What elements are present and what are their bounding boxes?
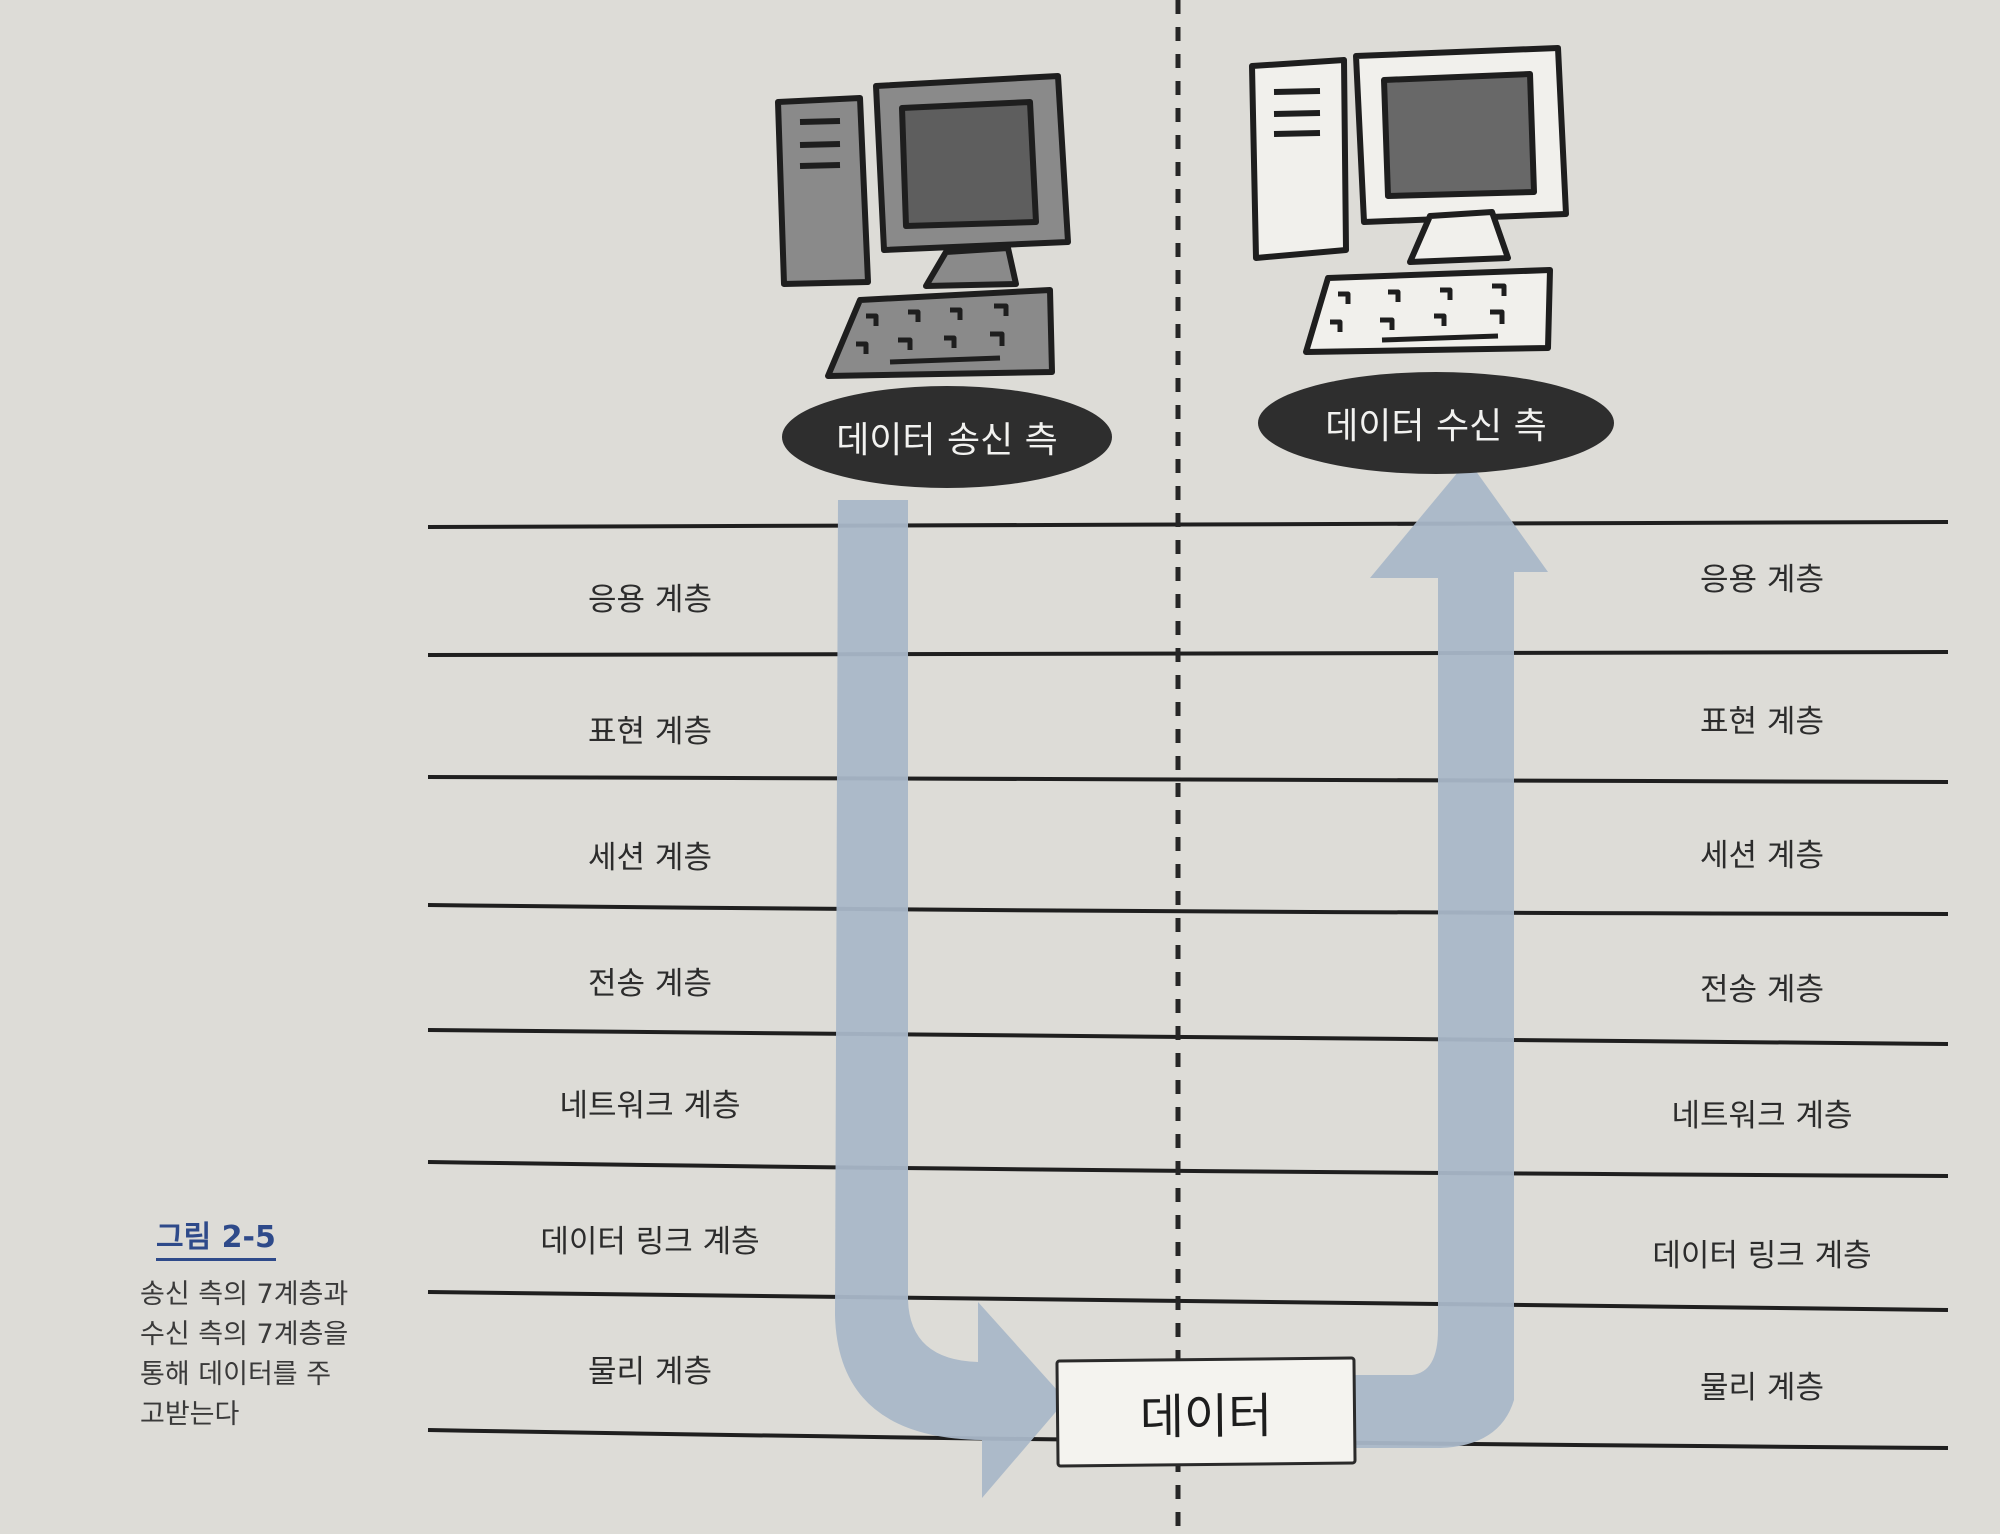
receiver-layer-label: 전송 계층 bbox=[1700, 972, 1824, 1008]
sender-layer-label: 물리 계층 bbox=[588, 1354, 712, 1390]
layer-boundary-line bbox=[427, 1160, 1949, 1178]
receiver-computer-icon bbox=[1249, 45, 1569, 355]
sender-layer-label: 표현 계층 bbox=[588, 714, 712, 750]
caption-title: 그림 2-5 bbox=[156, 1212, 276, 1261]
sender-layer-label: 데이터 링크 계층 bbox=[540, 1224, 760, 1260]
layer-boundary-line bbox=[427, 903, 1949, 916]
sender-computer-icon bbox=[775, 73, 1071, 379]
receiver-layer-label: 데이터 링크 계층 bbox=[1652, 1238, 1872, 1274]
layer-boundary-line bbox=[427, 1290, 1949, 1312]
figure-caption: 그림 2-5 송신 측의 7계층과 수신 측의 7계층을 통해 데이터를 주 고… bbox=[140, 1212, 400, 1435]
caption-text: 송신 측의 7계층과 수신 측의 7계층을 통해 데이터를 주 고받는다 bbox=[140, 1279, 349, 1430]
data-box: 데이터 bbox=[1055, 1356, 1357, 1468]
receiver-layer-label: 응용 계층 bbox=[1700, 562, 1824, 598]
sender-layer-label: 네트워크 계층 bbox=[559, 1088, 741, 1124]
layer-boundary-line bbox=[427, 774, 1949, 784]
sender-layer-label: 전송 계층 bbox=[588, 966, 712, 1002]
layer-boundary-line bbox=[427, 519, 1949, 529]
data-flow-arrow-return bbox=[1352, 460, 1548, 1448]
sender-label: 데이터 송신 측 bbox=[782, 386, 1112, 488]
receiver-layer-label: 네트워크 계층 bbox=[1671, 1098, 1853, 1134]
data-flow-arrow bbox=[835, 500, 1066, 1498]
sender-layer-label: 세션 계층 bbox=[588, 840, 712, 876]
receiver-layer-label: 표현 계층 bbox=[1700, 704, 1824, 740]
sender-layer-label: 응용 계층 bbox=[588, 582, 712, 618]
receiver-layer-label: 세션 계층 bbox=[1700, 838, 1824, 874]
layer-boundary-line bbox=[427, 650, 1949, 658]
receiver-label: 데이터 수신 측 bbox=[1258, 372, 1614, 474]
layer-boundary-line bbox=[427, 1028, 1949, 1046]
receiver-layer-label: 물리 계층 bbox=[1700, 1370, 1824, 1406]
layer-boundary-lines bbox=[427, 519, 1949, 1450]
